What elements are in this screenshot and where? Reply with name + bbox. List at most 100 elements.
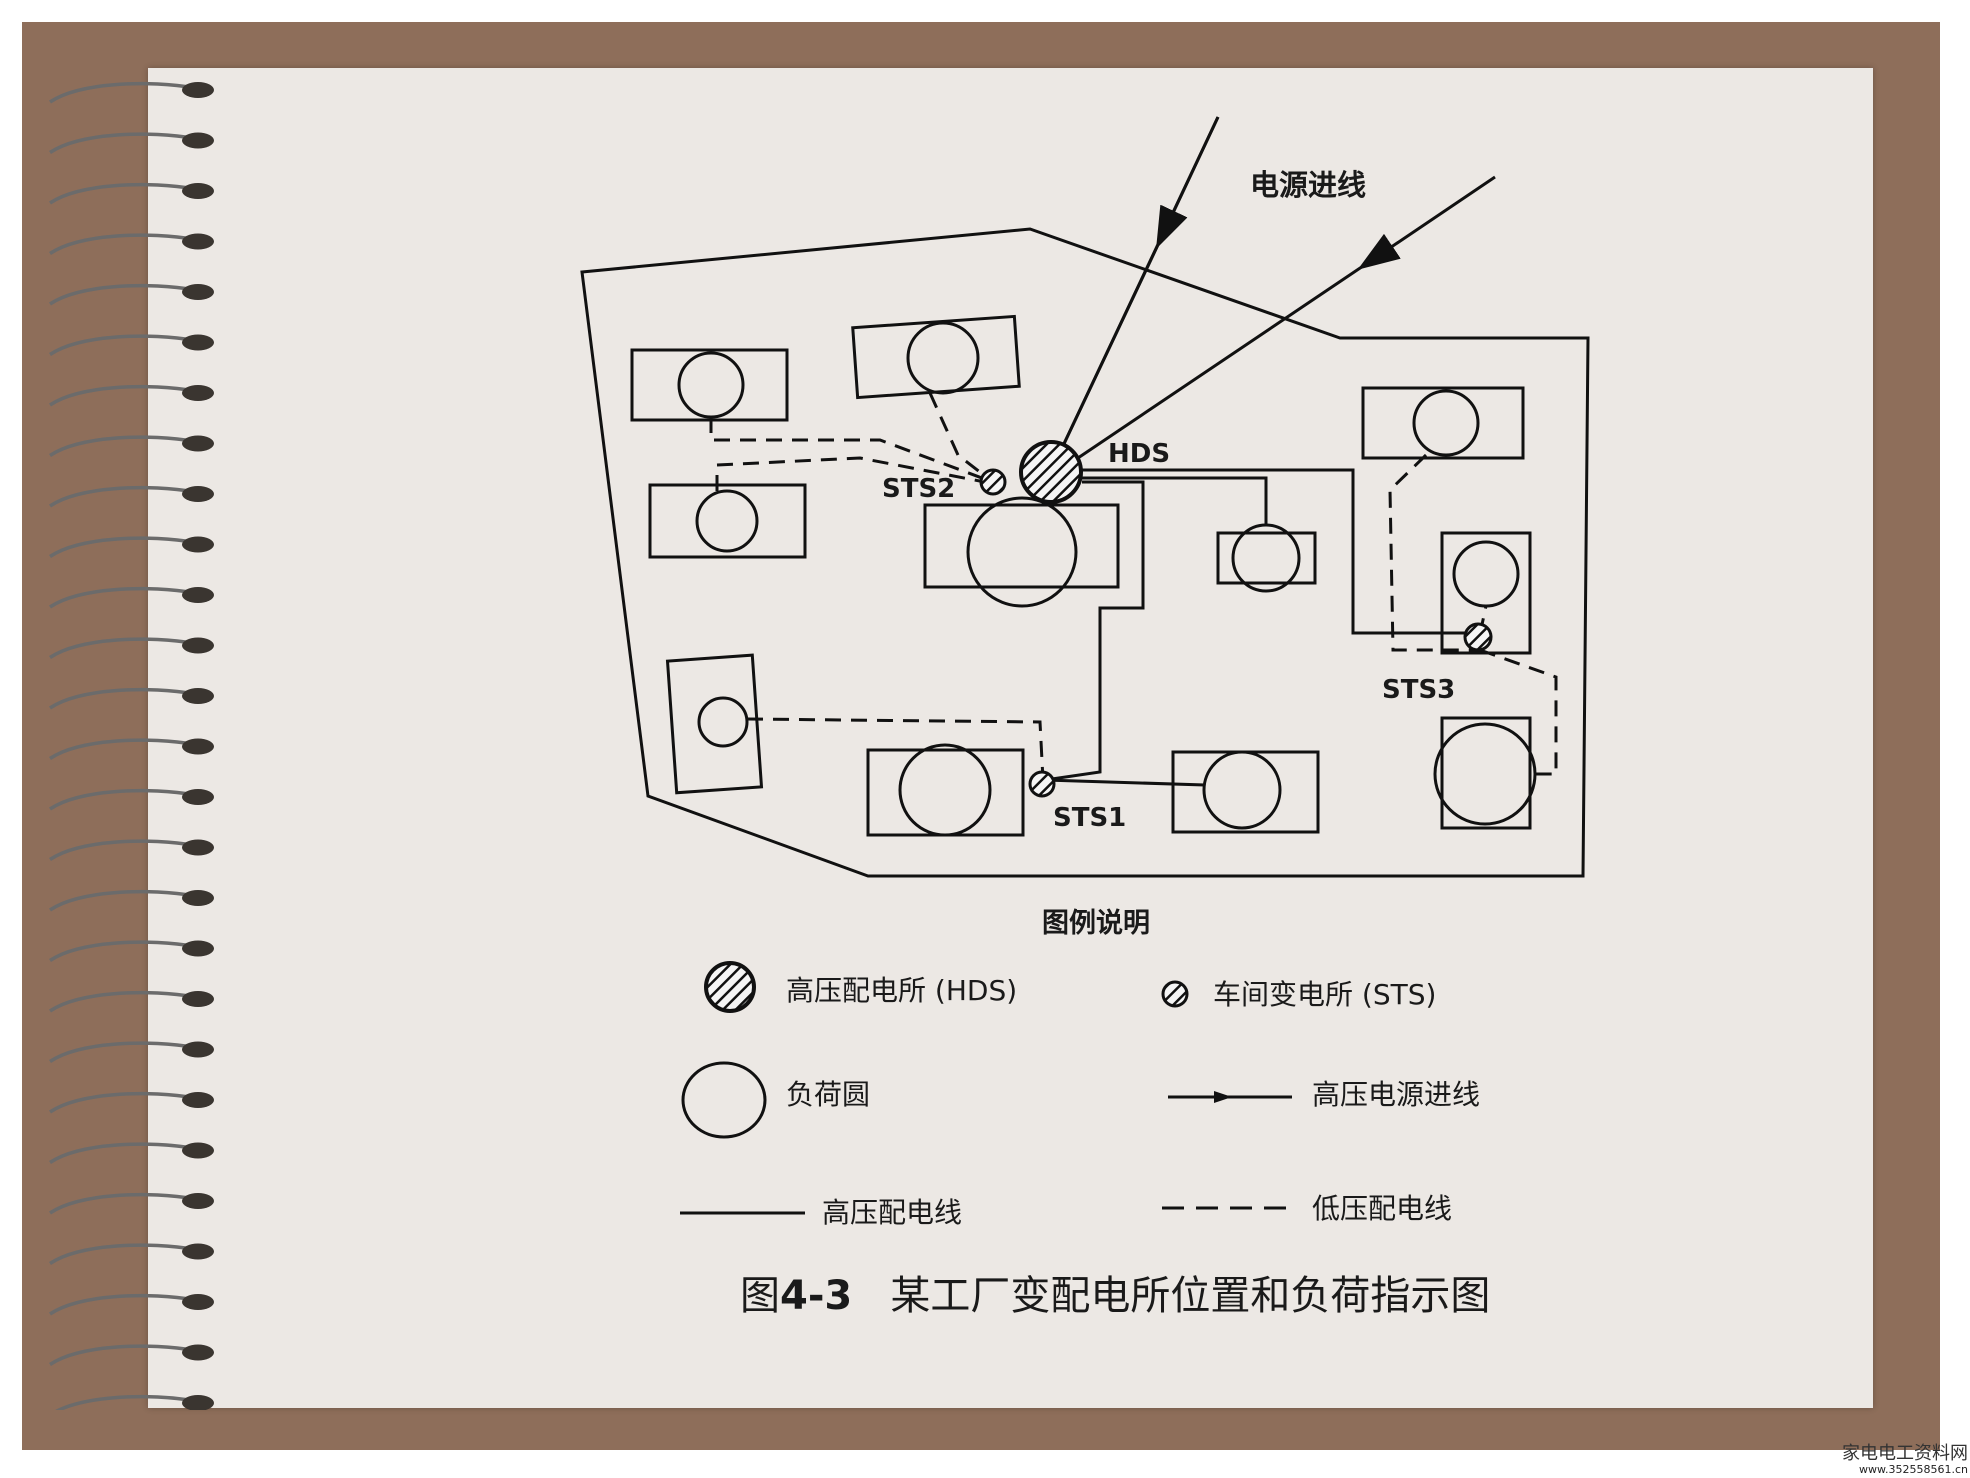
spiral-coil: [49, 182, 196, 205]
legend-hds-label: 高压配电所 (HDS): [786, 974, 1017, 1007]
building-6: [1361, 386, 1525, 460]
spiral-hole: [182, 991, 214, 1007]
hds-substation-icon: [1019, 440, 1083, 504]
hv-inlet-line: [1074, 175, 1496, 462]
load-circle: [898, 743, 992, 837]
watermark-url: www.352558561.cn: [1859, 1462, 1968, 1476]
power-inlet-label: 电源进线: [1250, 168, 1366, 202]
spiral-hole: [182, 1193, 214, 1209]
load-circle: [1231, 523, 1301, 593]
spiral-coil: [49, 283, 196, 306]
spiral-hole: [182, 132, 214, 149]
spiral-hole: [182, 1344, 214, 1361]
hv-line: [1082, 468, 1470, 635]
spiral-hole: [182, 385, 214, 401]
sts1-substation-icon: [1028, 770, 1056, 798]
spiral-coil: [49, 132, 196, 154]
factory-boundary: [580, 227, 1590, 878]
spiral-coil: [55, 1394, 196, 1410]
watermark: 家电电工资料网 www.352558561.cn: [1828, 1444, 1968, 1476]
legend-hv-inlet-arrow-icon: [1214, 1091, 1232, 1103]
load-circle: [697, 696, 749, 748]
caption-title: 某工厂变配电所位置和负荷指示图: [890, 1273, 1491, 1319]
sts3-substation-icon: [1463, 622, 1493, 652]
spiral-hole: [182, 334, 214, 351]
spiral-coil: [49, 889, 196, 912]
spiral-hole: [182, 890, 214, 906]
legend-hv-inlet-label: 高压电源进线: [1312, 1078, 1480, 1111]
lv-line: [746, 717, 1045, 781]
legend-sts-icon: [1161, 980, 1189, 1008]
spiral-coil: [49, 81, 196, 104]
spiral-coil: [49, 940, 196, 962]
building-3: [648, 483, 807, 559]
load-circle: [677, 351, 745, 419]
spiral-coil: [49, 637, 196, 659]
spiral-hole: [182, 738, 214, 755]
spiral-coil: [49, 839, 196, 861]
spiral-coil: [49, 687, 196, 710]
lv-line: [715, 456, 991, 491]
spiral-coil: [49, 1142, 196, 1164]
sts1-label: STS1: [1053, 803, 1126, 833]
spiral-hole: [182, 637, 214, 654]
caption-prefix: 图: [740, 1273, 780, 1319]
spiral-hole: [182, 1041, 214, 1058]
hv-line: [1044, 778, 1206, 787]
sts3-label: STS3: [1382, 675, 1455, 705]
building-2: [851, 314, 1021, 400]
spiral-coil: [49, 1243, 196, 1265]
load-circle: [695, 489, 759, 553]
spiral-hole: [182, 82, 214, 98]
load-circle: [1433, 722, 1537, 826]
building-9: [866, 748, 1025, 837]
spiral-coil: [49, 738, 196, 760]
spiral-coil: [49, 435, 196, 457]
load-circle: [1202, 750, 1282, 830]
load-circle: [1452, 540, 1520, 608]
hds-label: HDS: [1108, 439, 1170, 469]
legend-hv-line-label: 高压配电线: [822, 1196, 962, 1229]
spiral-hole: [182, 1294, 214, 1310]
legend-lv-line-label: 低压配电线: [1312, 1192, 1452, 1225]
building-4: [923, 503, 1120, 589]
spiral-coil: [49, 485, 196, 508]
spiral-coil: [49, 586, 196, 609]
spiral-hole: [182, 1395, 214, 1410]
hv-line: [1082, 476, 1268, 525]
spiral-hole: [182, 486, 214, 502]
spiral-hole: [182, 789, 214, 805]
caption-number: 4-3: [780, 1273, 853, 1319]
sts2-substation-icon: [979, 468, 1007, 496]
hv-inlet-line: [1060, 116, 1220, 449]
spiral-hole: [182, 1092, 214, 1108]
spiral-hole: [182, 587, 214, 603]
building-10: [1171, 750, 1320, 834]
building-1: [630, 348, 789, 422]
legend-sts-label: 车间变电所 (STS): [1213, 978, 1436, 1011]
lv-line: [928, 392, 991, 482]
hv-line: [1044, 480, 1145, 782]
spiral-coil: [49, 1293, 196, 1316]
spiral-coil: [49, 1192, 196, 1215]
watermark-site: 家电电工资料网: [1842, 1443, 1968, 1465]
spiral-coil: [49, 233, 196, 255]
spiral-coil: [49, 1091, 196, 1114]
load-circle: [906, 321, 980, 395]
spiral-hole: [182, 183, 214, 199]
sts2-label: STS2: [882, 474, 955, 504]
lv-line: [709, 417, 991, 483]
spiral-coil: [49, 384, 196, 407]
spiral-hole: [182, 284, 214, 300]
legend-title: 图例说明: [1042, 908, 1150, 939]
figure-caption: 图4-3 某工厂变配电所位置和负荷指示图: [740, 1263, 1640, 1321]
lv-line: [1479, 648, 1558, 776]
building-5: [1216, 531, 1317, 585]
load-circle: [966, 496, 1078, 608]
legend-load-circle-label: 负荷圆: [786, 1078, 870, 1111]
spiral-coil: [49, 334, 196, 356]
spiral-hole: [182, 435, 214, 452]
lv-line: [1388, 453, 1480, 652]
building-11: [1440, 716, 1532, 830]
